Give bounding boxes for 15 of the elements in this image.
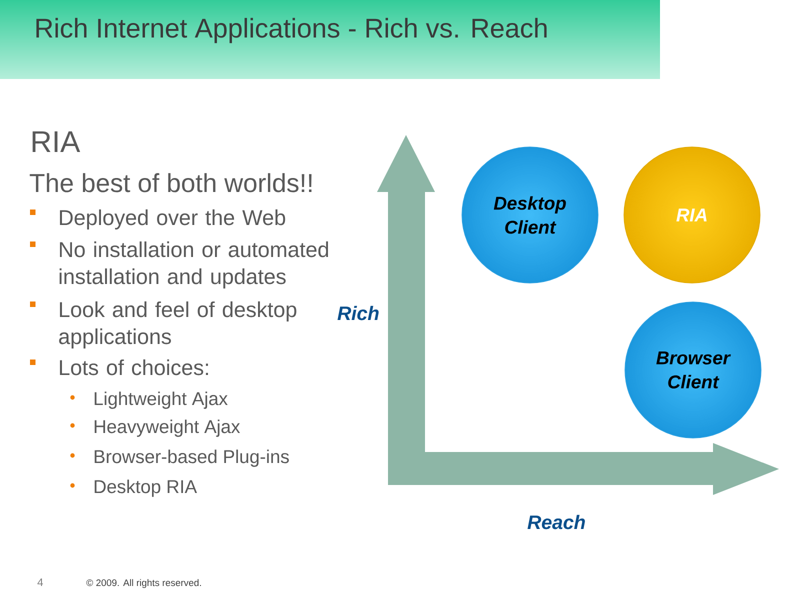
copyright-note: © 2009. All rights reserved. [86, 579, 201, 588]
bullet-text: Lots of choices: [60, 359, 208, 376]
bullet-text: Lightweight Ajax [94, 392, 228, 409]
bullet-text: Browser-based Plug-ins [94, 450, 289, 467]
subheading: The best of both worlds!! [30, 173, 312, 192]
bullet-text: Look and feel of desktop applications [59, 301, 296, 348]
heading: RIA [32, 131, 80, 152]
bullet-text: No installation or automated installation and updates [60, 241, 328, 288]
bullet-text: Desktop RIA [94, 480, 197, 497]
bullet-text: Deployed over the Web [60, 209, 286, 230]
axis-label: Reach [528, 514, 585, 530]
bullet-text: Heavyweight Ajax [94, 420, 240, 437]
page-number: 4 [37, 578, 43, 586]
axis-label: Rich [338, 306, 379, 320]
slide-title: Rich Internet Applications - Rich vs. Reach [36, 18, 547, 44]
